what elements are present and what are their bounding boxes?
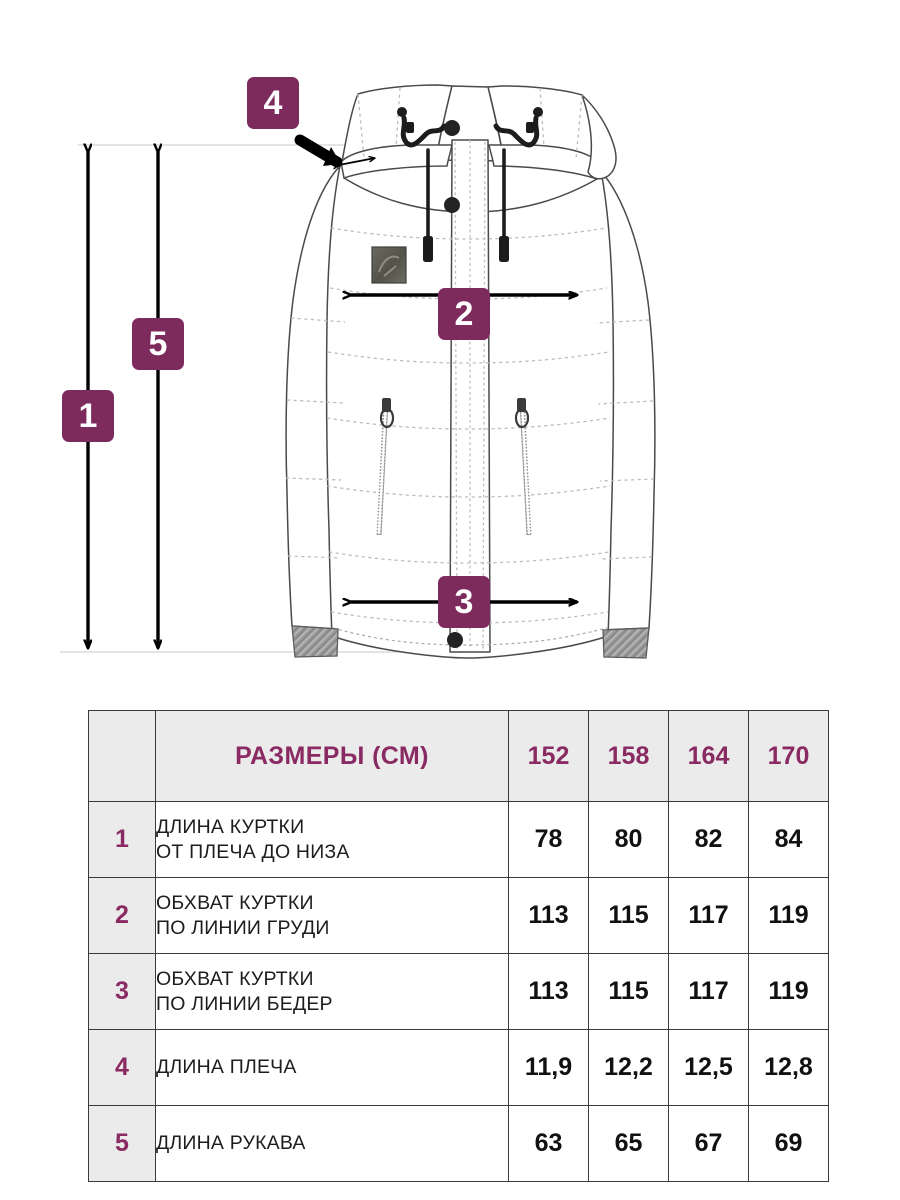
header-size-158: 158 bbox=[588, 710, 669, 802]
row-value: 12,5 bbox=[668, 1029, 749, 1106]
row-index: 5 bbox=[88, 1105, 156, 1182]
row-index: 4 bbox=[88, 1029, 156, 1106]
jacket-illustration: 1 5 2 3 4 bbox=[60, 77, 656, 659]
callout-badge-2-label: 2 bbox=[454, 295, 474, 333]
row-value: 119 bbox=[748, 877, 829, 954]
table-row: 3 ОБХВАТ КУРТКИ ПО ЛИНИИ БЕДЕР 113 115 1… bbox=[88, 953, 829, 1030]
hood-drawstrings bbox=[397, 107, 543, 262]
ribbed-cuffs bbox=[291, 625, 650, 659]
row-index: 1 bbox=[88, 801, 156, 878]
table-header: РАЗМЕРЫ (СМ) 152 158 164 170 bbox=[88, 710, 829, 802]
table-row: 4 ДЛИНА ПЛЕЧА 11,9 12,2 12,5 12,8 bbox=[88, 1029, 829, 1106]
row-value: 82 bbox=[668, 801, 749, 878]
callout-badge-4-label: 4 bbox=[263, 84, 283, 122]
row-value: 78 bbox=[508, 801, 589, 878]
table-body: 1 ДЛИНА КУРТКИ ОТ ПЛЕЧА ДО НИЗА 78 80 82… bbox=[88, 801, 829, 1182]
measure-name-line: ОБХВАТ КУРТКИ bbox=[156, 967, 314, 990]
hem-stitching bbox=[332, 627, 608, 646]
callout-badge-1-label: 1 bbox=[78, 397, 98, 435]
row-measure-name: ОБХВАТ КУРТКИ ПО ЛИНИИ ГРУДИ bbox=[155, 877, 509, 954]
snap-button-hem bbox=[447, 632, 463, 648]
row-value: 113 bbox=[508, 953, 589, 1030]
row-value: 84 bbox=[748, 801, 829, 878]
arrow-shoulder-length bbox=[339, 158, 375, 165]
row-index: 2 bbox=[88, 877, 156, 954]
jacket-body bbox=[285, 84, 656, 659]
row-value: 117 bbox=[668, 877, 749, 954]
shoulder-callout-group bbox=[294, 134, 375, 166]
measure-name-line: ДЛИНА РУКАВА bbox=[156, 1132, 306, 1155]
chest-logo-patch bbox=[371, 246, 407, 284]
header-size-164: 164 bbox=[668, 710, 749, 802]
row-value: 11,9 bbox=[508, 1029, 589, 1106]
callout-badge-1: 1 bbox=[62, 390, 114, 442]
row-measure-name: ДЛИНА ПЛЕЧА bbox=[155, 1029, 509, 1106]
collar-fold-right bbox=[488, 144, 600, 180]
row-value: 115 bbox=[588, 953, 669, 1030]
header-size-170: 170 bbox=[748, 710, 829, 802]
measure-name-line: ОБХВАТ КУРТКИ bbox=[156, 891, 314, 914]
row-value: 65 bbox=[588, 1105, 669, 1182]
row-value: 12,2 bbox=[588, 1029, 669, 1106]
measure-name-line: ПО ЛИНИИ ГРУДИ bbox=[156, 916, 330, 939]
measure-name-line: ДЛИНА ПЛЕЧА bbox=[156, 1056, 297, 1079]
row-value: 80 bbox=[588, 801, 669, 878]
row-value: 117 bbox=[668, 953, 749, 1030]
measure-name-line: ОТ ПЛЕЧА ДО НИЗА bbox=[156, 840, 350, 863]
row-value: 12,8 bbox=[748, 1029, 829, 1106]
snap-buttons bbox=[444, 120, 463, 648]
row-value: 69 bbox=[748, 1105, 829, 1182]
pocket-zipper-left bbox=[376, 398, 395, 537]
quilting-seams bbox=[285, 87, 655, 651]
table-row: 5 ДЛИНА РУКАВА 63 65 67 69 bbox=[88, 1105, 829, 1182]
row-measure-name: ДЛИНА РУКАВА bbox=[155, 1105, 509, 1182]
header-title-cell: РАЗМЕРЫ (СМ) bbox=[155, 710, 509, 802]
row-value: 115 bbox=[588, 877, 669, 954]
snap-button-collar bbox=[444, 120, 460, 136]
header-index-cell bbox=[88, 710, 156, 802]
measure-name-line: ДЛИНА КУРТКИ bbox=[156, 815, 305, 838]
pocket-zipper-right bbox=[514, 398, 532, 537]
row-measure-name: ОБХВАТ КУРТКИ ПО ЛИНИИ БЕДЕР bbox=[155, 953, 509, 1030]
cuff-right bbox=[602, 627, 650, 659]
row-value: 63 bbox=[508, 1105, 589, 1182]
jacket-technical-drawing-svg bbox=[60, 84, 656, 659]
table-row: 1 ДЛИНА КУРТКИ ОТ ПЛЕЧА ДО НИЗА 78 80 82… bbox=[88, 801, 829, 878]
snap-button-chest bbox=[444, 197, 460, 213]
row-value: 67 bbox=[668, 1105, 749, 1182]
hood-flap-right bbox=[581, 94, 617, 180]
row-value: 119 bbox=[748, 953, 829, 1030]
front-placket bbox=[449, 139, 491, 653]
row-measure-name: ДЛИНА КУРТКИ ОТ ПЛЕЧА ДО НИЗА bbox=[155, 801, 509, 878]
callout-badge-5-label: 5 bbox=[148, 325, 168, 363]
header-size-152: 152 bbox=[508, 710, 589, 802]
callout-badge-4: 4 bbox=[247, 77, 299, 129]
collar-fold-left bbox=[340, 144, 453, 179]
header-row: РАЗМЕРЫ (СМ) 152 158 164 170 bbox=[88, 710, 829, 802]
size-chart-table: РАЗМЕРЫ (СМ) 152 158 164 170 1 ДЛИНА КУР… bbox=[88, 710, 829, 1182]
callout-badge-5: 5 bbox=[132, 318, 184, 370]
callout-badge-2: 2 bbox=[438, 288, 490, 340]
measure-name-line: ПО ЛИНИИ БЕДЕР bbox=[156, 992, 333, 1015]
table-row: 2 ОБХВАТ КУРТКИ ПО ЛИНИИ ГРУДИ 113 115 1… bbox=[88, 877, 829, 954]
callout-badge-3-label: 3 bbox=[454, 583, 474, 621]
callout-badge-3: 3 bbox=[438, 576, 490, 628]
pocket-zippers bbox=[376, 398, 532, 537]
row-index: 3 bbox=[88, 953, 156, 1030]
cuff-left bbox=[291, 625, 339, 658]
row-value: 113 bbox=[508, 877, 589, 954]
